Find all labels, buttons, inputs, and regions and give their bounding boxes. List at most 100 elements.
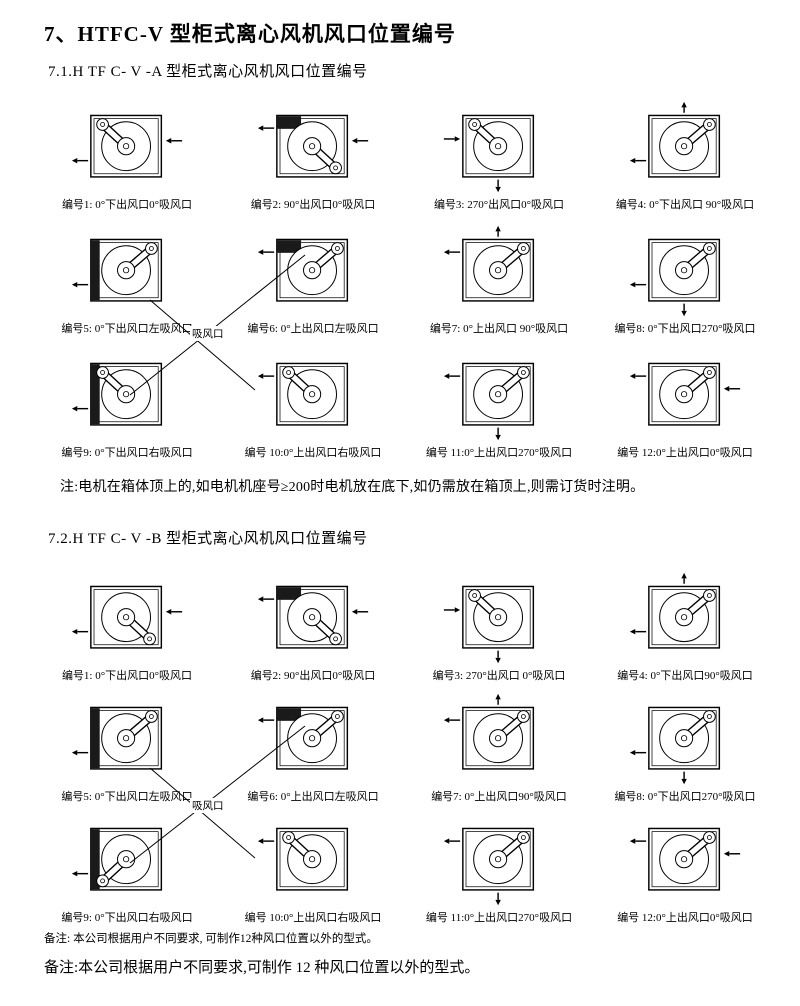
fan-box-drawing-svg — [629, 362, 741, 426]
diagram-grid-section-7-1: 编号1: 0°下出风口0°吸风口 编号2: 90°出风口0°吸风口 编号3: 270… — [34, 88, 778, 460]
fan-box-drawing-svg — [71, 238, 163, 302]
fan-box-drawing — [440, 349, 558, 443]
fan-box-drawing — [626, 814, 744, 908]
fan-box-drawing-svg — [629, 101, 721, 178]
diagram-caption: 编号2: 90°出风口0°吸风口 — [250, 670, 376, 682]
diagram-caption: 编号9: 0°下出风口右吸风口 — [61, 447, 193, 459]
fan-box-drawing-svg — [257, 362, 349, 426]
fan-box-drawing — [440, 814, 558, 908]
fan-position-diagram-10: 编号 10:0°上出风口右吸风口 — [220, 804, 406, 925]
diagram-caption: 编号1: 0°下出风口0°吸风口 — [61, 199, 193, 211]
fan-box-drawing — [626, 693, 744, 787]
diagram-caption: 编号 11:0°上出风口270°吸风口 — [425, 912, 573, 924]
fan-box-drawing-svg — [443, 585, 535, 664]
fan-box-drawing — [254, 814, 372, 908]
diagram-caption: 编号6: 0°上出风口左吸风口 — [247, 791, 379, 803]
fan-box-drawing-svg — [257, 585, 369, 649]
diagram-caption: 编号3: 270°出风口 0°吸风口 — [432, 670, 566, 682]
fan-position-diagram-2: 编号2: 90°出风口0°吸风口 — [220, 562, 406, 683]
fan-box-drawing-svg — [71, 362, 163, 426]
fan-position-diagram-12: 编号 12:0°上出风口0°吸风口 — [592, 804, 778, 925]
diagram-caption: 编号 10:0°上出风口右吸风口 — [244, 912, 382, 924]
fan-box-drawing — [68, 814, 186, 908]
fan-box-drawing-svg — [629, 706, 721, 785]
fan-box-drawing — [254, 225, 372, 319]
fan-box-drawing — [254, 349, 372, 443]
fan-position-diagram-11: 编号 11:0°上出风口270°吸风口 — [406, 804, 592, 925]
fan-box-drawing-svg — [443, 225, 535, 302]
fan-box-drawing — [68, 693, 186, 787]
diagram-caption: 编号9: 0°下出风口右吸风口 — [61, 912, 193, 924]
fan-box-drawing-svg — [257, 114, 369, 178]
fan-box-drawing — [68, 349, 186, 443]
fan-position-diagram-9: 编号9: 0°下出风口右吸风口 — [34, 804, 220, 925]
fan-box-drawing-svg — [71, 114, 183, 178]
diagram-caption: 编号6: 0°上出风口左吸风口 — [247, 323, 379, 335]
fan-position-diagram-4: 编号4: 0°下出风口 90°吸风口 — [592, 88, 778, 212]
fan-position-diagram-1: 编号1: 0°下出风口0°吸风口 — [34, 562, 220, 683]
fan-box-drawing-svg — [71, 585, 183, 649]
fan-box-drawing — [626, 572, 744, 666]
fan-position-diagram-7: 编号7: 0°上出风口90°吸风口 — [406, 683, 592, 804]
diagram-caption: 编号3: 270°出风口0°吸风口 — [433, 199, 565, 211]
fan-position-diagram-3: 编号3: 270°出风口0°吸风口 — [406, 88, 592, 212]
fan-box-drawing — [626, 349, 744, 443]
fan-position-diagram-3: 编号3: 270°出风口 0°吸风口 — [406, 562, 592, 683]
diagram-caption: 编号4: 0°下出风口90°吸风口 — [617, 670, 753, 682]
section-7-2-remark-small: 备注: 本公司根据用户不同要求, 可制作12种风口位置以外的型式。 — [44, 933, 378, 945]
fan-box-drawing-svg — [71, 706, 163, 770]
fan-position-diagram-2: 编号2: 90°出风口0°吸风口 — [220, 88, 406, 212]
fan-box-drawing — [68, 572, 186, 666]
fan-box-drawing — [440, 101, 558, 195]
diagram-caption: 编号2: 90°出风口0°吸风口 — [250, 199, 376, 211]
fan-box-drawing — [254, 572, 372, 666]
fan-box-drawing — [254, 101, 372, 195]
diagram-caption: 编号5: 0°下出风口左吸风口 — [61, 791, 193, 803]
fan-box-drawing-svg — [71, 827, 163, 891]
fan-box-drawing-svg — [443, 693, 535, 770]
diagram-caption: 编号 12:0°上出风口0°吸风口 — [617, 447, 753, 459]
fan-position-diagram-6: 编号6: 0°上出风口左吸风口 — [220, 212, 406, 336]
fan-box-drawing — [440, 572, 558, 666]
fan-box-drawing — [254, 693, 372, 787]
fan-position-diagram-11: 编号 11:0°上出风口270°吸风口 — [406, 336, 592, 460]
section-7-2-remark-large: 备注:本公司根据用户不同要求,可制作 12 种风口位置以外的型式。 — [44, 960, 480, 976]
fan-box-drawing — [68, 225, 186, 319]
diagram-caption: 编号 11:0°上出风口270°吸风口 — [425, 447, 573, 459]
section-7-1-note: 注:电机在箱体顶上的,如电机机座号≥200时电机放在底下,如仍需放在箱顶上,则需… — [60, 480, 645, 495]
fan-position-diagram-9: 编号9: 0°下出风口右吸风口 — [34, 336, 220, 460]
fan-box-drawing-svg — [257, 706, 349, 770]
diagram-grid-section-7-2: 编号1: 0°下出风口0°吸风口 编号2: 90°出风口0°吸风口 编号3: 270… — [34, 562, 778, 925]
fan-box-drawing-svg — [257, 238, 349, 302]
diagram-caption: 编号 10:0°上出风口右吸风口 — [244, 447, 382, 459]
fan-position-diagram-8: 编号8: 0°下出风口270°吸风口 — [592, 212, 778, 336]
fan-box-drawing-svg — [629, 238, 721, 317]
fan-box-drawing-svg — [629, 827, 741, 891]
diagram-caption: 编号1: 0°下出风口0°吸风口 — [61, 670, 193, 682]
fan-position-diagram-6: 编号6: 0°上出风口左吸风口 — [220, 683, 406, 804]
fan-box-drawing-svg — [443, 114, 535, 193]
fan-box-drawing-svg — [443, 362, 535, 441]
diagram-caption: 编号4: 0°下出风口 90°吸风口 — [615, 199, 755, 211]
fan-box-drawing-svg — [257, 827, 349, 891]
fan-position-diagram-10: 编号 10:0°上出风口右吸风口 — [220, 336, 406, 460]
fan-box-drawing — [626, 101, 744, 195]
diagram-caption: 编号5: 0°下出风口左吸风口 — [61, 323, 193, 335]
fan-box-drawing — [68, 101, 186, 195]
fan-position-diagram-12: 编号 12:0°上出风口0°吸风口 — [592, 336, 778, 460]
diagram-caption: 编号7: 0°上出风口 90°吸风口 — [429, 323, 569, 335]
fan-position-diagram-4: 编号4: 0°下出风口90°吸风口 — [592, 562, 778, 683]
fan-position-diagram-7: 编号7: 0°上出风口 90°吸风口 — [406, 212, 592, 336]
fan-box-drawing — [440, 225, 558, 319]
fan-box-drawing-svg — [629, 572, 721, 649]
section-7-2-heading: 7.2.H TF C- V -B 型柜式离心风机风口位置编号 — [48, 531, 368, 547]
diagram-caption: 编号8: 0°下出风口270°吸风口 — [614, 323, 756, 335]
fan-position-diagram-5: 编号5: 0°下出风口左吸风口 — [34, 683, 220, 804]
fan-box-drawing-svg — [443, 827, 535, 906]
fan-position-diagram-1: 编号1: 0°下出风口0°吸风口 — [34, 88, 220, 212]
fan-box-drawing — [440, 693, 558, 787]
fan-position-diagram-5: 编号5: 0°下出风口左吸风口 — [34, 212, 220, 336]
diagram-caption: 编号 12:0°上出风口0°吸风口 — [617, 912, 753, 924]
fan-box-drawing — [626, 225, 744, 319]
